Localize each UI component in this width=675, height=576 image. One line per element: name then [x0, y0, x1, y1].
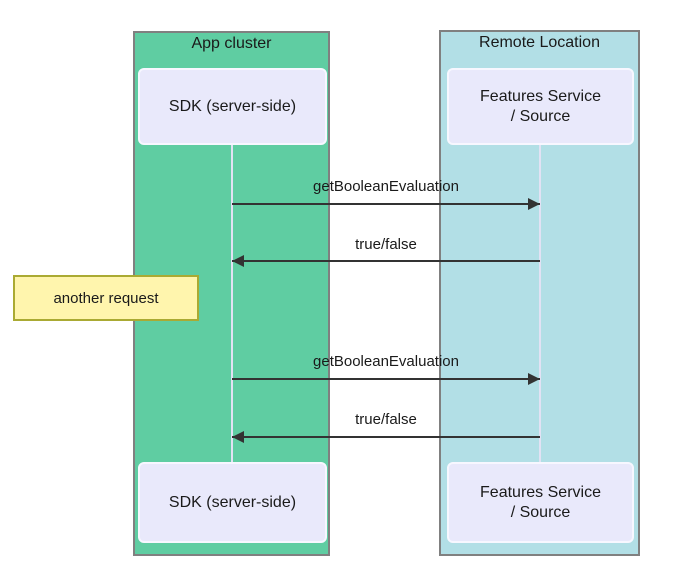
actor-features-service-bottom: Features Service / Source — [447, 462, 634, 543]
message-label-true-false-1: true/false — [355, 236, 417, 253]
message-arrow-right-2 — [232, 373, 540, 385]
actor-sdk-top: SDK (server-side) — [138, 68, 327, 145]
group-remote-location-label: Remote Location — [479, 34, 600, 51]
note-another-request: another request — [13, 275, 199, 321]
message-label-get-boolean-evaluation-2: getBooleanEvaluation — [313, 353, 459, 370]
lifeline-sdk — [231, 145, 233, 463]
message-arrow-right-1 — [232, 198, 540, 210]
message-label-true-false-2: true/false — [355, 411, 417, 428]
actor-features-service-top: Features Service / Source — [447, 68, 634, 145]
message-arrow-left-2 — [232, 431, 540, 443]
message-label-get-boolean-evaluation-1: getBooleanEvaluation — [313, 178, 459, 195]
group-app-cluster-label: App cluster — [191, 35, 272, 52]
actor-sdk-bottom: SDK (server-side) — [138, 462, 327, 543]
message-arrow-left-1 — [232, 255, 540, 267]
lifeline-features-service — [539, 145, 541, 463]
